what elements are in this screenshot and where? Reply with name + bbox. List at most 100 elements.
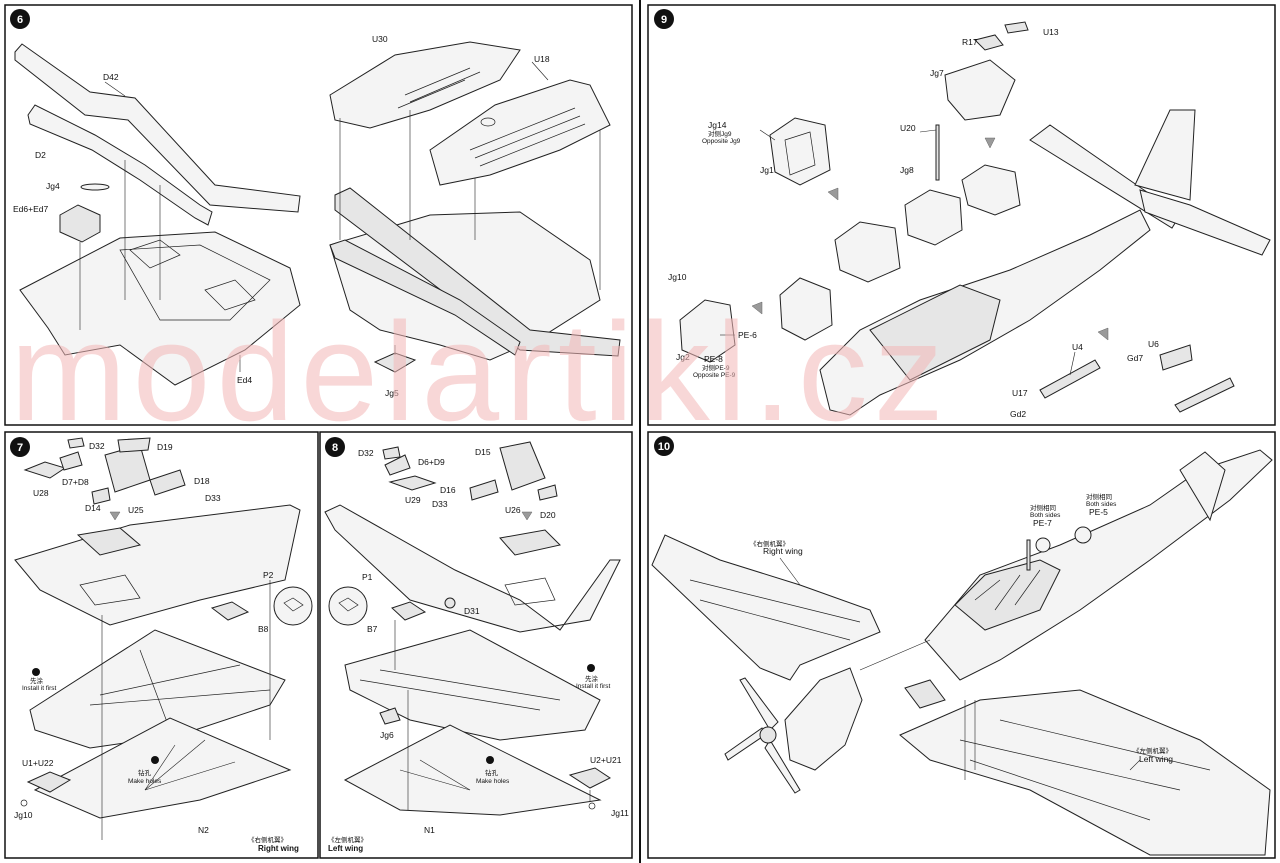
svg-text:8: 8 [332,442,338,454]
label-both-sides-1: Both sides [1030,512,1061,519]
part-b7 [391,601,427,621]
label-jg8: Jg8 [900,165,914,175]
horizontal-stabilizer-left [1139,189,1271,256]
propeller-blade [764,739,801,794]
label-r17: R17 [962,37,978,47]
label-pe9-en: Opposite PE-9 [693,372,736,379]
part-d14 [91,487,111,505]
part-u25 [104,444,151,493]
part-d7-d8 [59,451,83,471]
part-u26 [499,441,546,491]
info-icon [587,664,595,672]
label-holes-cn: 钻孔 [485,768,499,777]
label-p1: P1 [362,572,373,582]
vertical-fin [1179,451,1226,522]
label-d6-d9: D6+D9 [418,457,445,467]
label-pe8: PE-8 [704,354,723,364]
part-d32 [67,437,85,449]
caption-cn: 《左侧机翼》 [328,835,367,844]
label-pe5: PE-5 [1089,507,1108,517]
part-d6-d9 [384,454,411,476]
part-p2 [14,504,301,626]
label-d15: D15 [475,447,491,457]
engine-cowl [784,667,863,771]
label-u18: U18 [534,54,550,64]
caption-left-wing: Left wing [328,844,363,853]
cockpit-tub [869,284,1001,381]
label-install-cn: 先涂 [30,676,44,685]
part-u30 [329,41,521,129]
label-jg6: Jg6 [380,730,394,740]
label-u25: U25 [128,505,144,515]
label-holes-en: Make holes [128,778,162,785]
label-both-sides-cn-2: 对侧相同 [1086,492,1112,501]
caption-cn: 《右侧机翼》 [248,835,287,844]
info-icon [151,756,159,764]
step-6-badge: 6 [10,9,30,29]
arrow-icon [984,137,996,149]
part-d18 [149,469,186,496]
detail-pe7 [1035,537,1051,553]
svg-text:10: 10 [658,441,670,453]
label-jg4: Jg4 [46,181,60,191]
label-holes-cn: 钻孔 [138,768,152,777]
vertical-fin [1134,109,1196,201]
part-u4-gun [1039,359,1101,399]
label-u17: U17 [1012,388,1028,398]
label-right-wing: Right wing [763,546,803,556]
part-d20 [537,484,558,501]
part-n1-upper [344,629,601,741]
part-d19 [117,437,151,453]
part-u18 [429,79,611,186]
antenna-mast [1026,539,1031,571]
label-b7: B7 [367,624,378,634]
assembled-canopy [954,559,1061,631]
part-u20 [935,124,940,181]
label-left-wing-cn: 《左侧机翼》 [1133,746,1172,755]
detail-pe5 [1074,526,1092,544]
label-u29: U29 [405,495,421,505]
part-u29 [388,475,437,491]
label-u30: U30 [372,34,388,44]
label-d19: D19 [157,442,173,452]
left-wing [899,689,1271,856]
part-u1-u22 [26,771,72,793]
panel-step-7 [4,431,319,859]
label-left-wing: Left wing [1139,754,1173,764]
label-jg11: Jg11 [611,808,629,818]
label-holes-en: Make holes [476,778,510,785]
label-d31: D31 [464,606,480,616]
part-jg11 [588,802,596,810]
arrow-icon [1097,327,1109,341]
label-u26: U26 [505,505,521,515]
detail-b8-zoom [273,586,313,626]
part-p1 [324,504,621,633]
label-u6: U6 [1148,339,1159,349]
part-jg5 [373,352,417,373]
svg-text:7: 7 [17,442,23,454]
arrow-icon [751,301,763,315]
part-jg2 [679,299,736,363]
label-d18: D18 [194,476,210,486]
canopy-jg8-c [961,164,1021,216]
caption-right-wing: Right wing [258,844,299,853]
panel-step-9 [647,4,1276,426]
part-u13 [1004,21,1029,34]
part-d2 [27,104,213,226]
label-both-sides-2: Both sides [1086,501,1117,508]
arrow-icon [827,187,839,201]
label-jg14: Jg14 [708,120,727,130]
part-r17 [974,34,1004,51]
fuselage-body [924,449,1273,681]
part-d31 [444,597,456,609]
label-right-wing-cn: 《右侧机翼》 [750,539,789,548]
label-d32: D32 [358,448,374,458]
label-u20: U20 [900,123,916,133]
step-10-badge: 10 [654,436,674,456]
detail-b7-zoom [328,586,368,626]
label-d32: D32 [89,441,105,451]
label-pe6: PE-6 [738,330,757,340]
propeller-blade [724,727,766,761]
svg-text:6: 6 [17,14,23,26]
